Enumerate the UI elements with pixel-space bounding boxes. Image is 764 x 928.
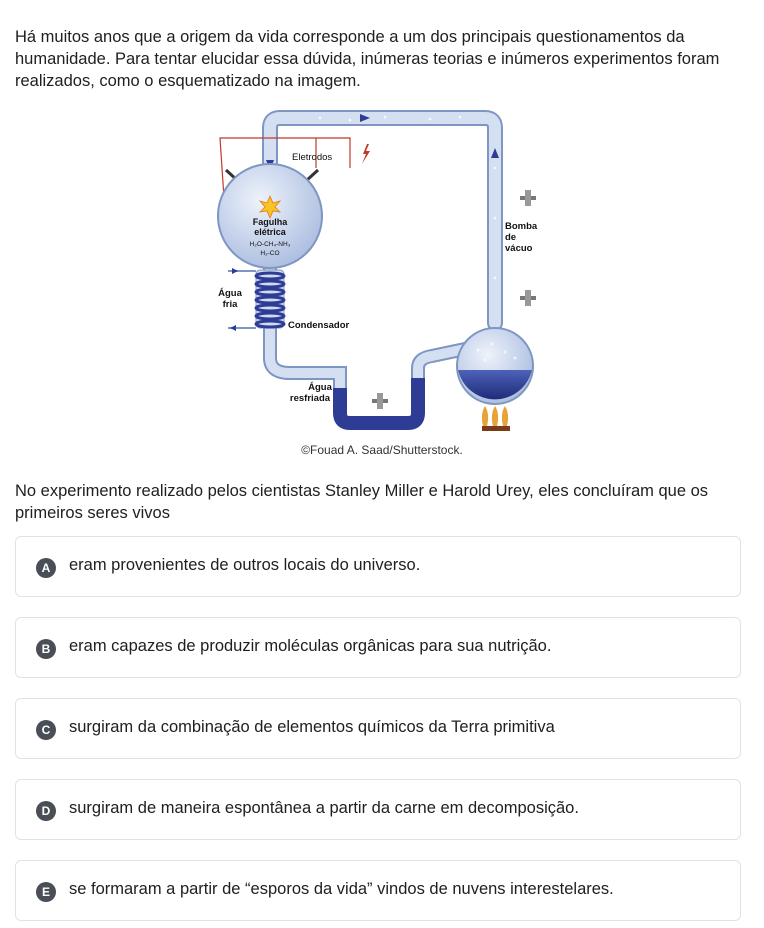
option-text: surgiram de maneira espontânea a partir …: [69, 799, 579, 817]
label-gases-2: H₂-CO: [260, 250, 279, 257]
condenser: [228, 268, 286, 331]
question-text: No experimento realizado pelos cientista…: [15, 482, 709, 522]
label-agua-fria-2: fria: [223, 299, 239, 310]
label-gases-1: H₂O-CH₄-NH₃: [250, 241, 291, 248]
option-letter-badge: E: [36, 882, 56, 902]
label-de: de: [505, 232, 516, 243]
label-agua-resfriada-2: resfriada: [290, 393, 331, 404]
option-text: eram provenientes de outros locais do un…: [69, 556, 421, 574]
option-a[interactable]: A eram provenientes de outros locais do …: [15, 536, 741, 597]
stopcock-icon: [372, 190, 536, 409]
label-eletrodos: Eletrodos: [292, 152, 332, 163]
label-fagulha: Fagulha: [253, 217, 288, 227]
boiling-flask: [456, 327, 534, 405]
glass-tubing: [262, 110, 503, 430]
burner-flames: [481, 406, 510, 431]
intro-text: Há muitos anos que a origem da vida corr…: [15, 28, 720, 90]
option-letter-badge: C: [36, 720, 56, 740]
option-e[interactable]: E se formaram a partir de “esporos da vi…: [15, 860, 741, 921]
option-c[interactable]: C surgiram da combinação de elementos qu…: [15, 698, 741, 759]
label-condensador: Condensador: [288, 320, 350, 331]
figure-caption: ©Fouad A. Saad/Shutterstock.: [301, 443, 463, 457]
option-text: eram capazes de produzir moléculas orgân…: [69, 637, 552, 655]
option-text: se formaram a partir de “esporos da vida…: [69, 880, 614, 898]
label-agua-fria-1: Água: [218, 288, 242, 299]
miller-urey-diagram: Eletrodos Fagulha elétrica H₂O-CH₄-NH₃ H…: [200, 108, 550, 438]
option-letter-badge: D: [36, 801, 56, 821]
label-eletrica: elétrica: [254, 227, 287, 237]
option-letter-badge: B: [36, 639, 56, 659]
spark-icon: [258, 194, 282, 220]
diagram-svg: Eletrodos Fagulha elétrica H₂O-CH₄-NH₃ H…: [217, 110, 538, 431]
label-bomba: Bomba: [505, 221, 538, 232]
option-text: surgiram da combinação de elementos quím…: [69, 718, 555, 736]
option-letter-badge: A: [36, 558, 56, 578]
label-agua-resfriada-1: Água: [308, 382, 332, 393]
lightning-icon: [362, 144, 370, 164]
option-d[interactable]: D surgiram de maneira espontânea a parti…: [15, 779, 741, 840]
label-vacuo: vácuo: [505, 243, 533, 254]
option-b[interactable]: B eram capazes de produzir moléculas org…: [15, 617, 741, 678]
